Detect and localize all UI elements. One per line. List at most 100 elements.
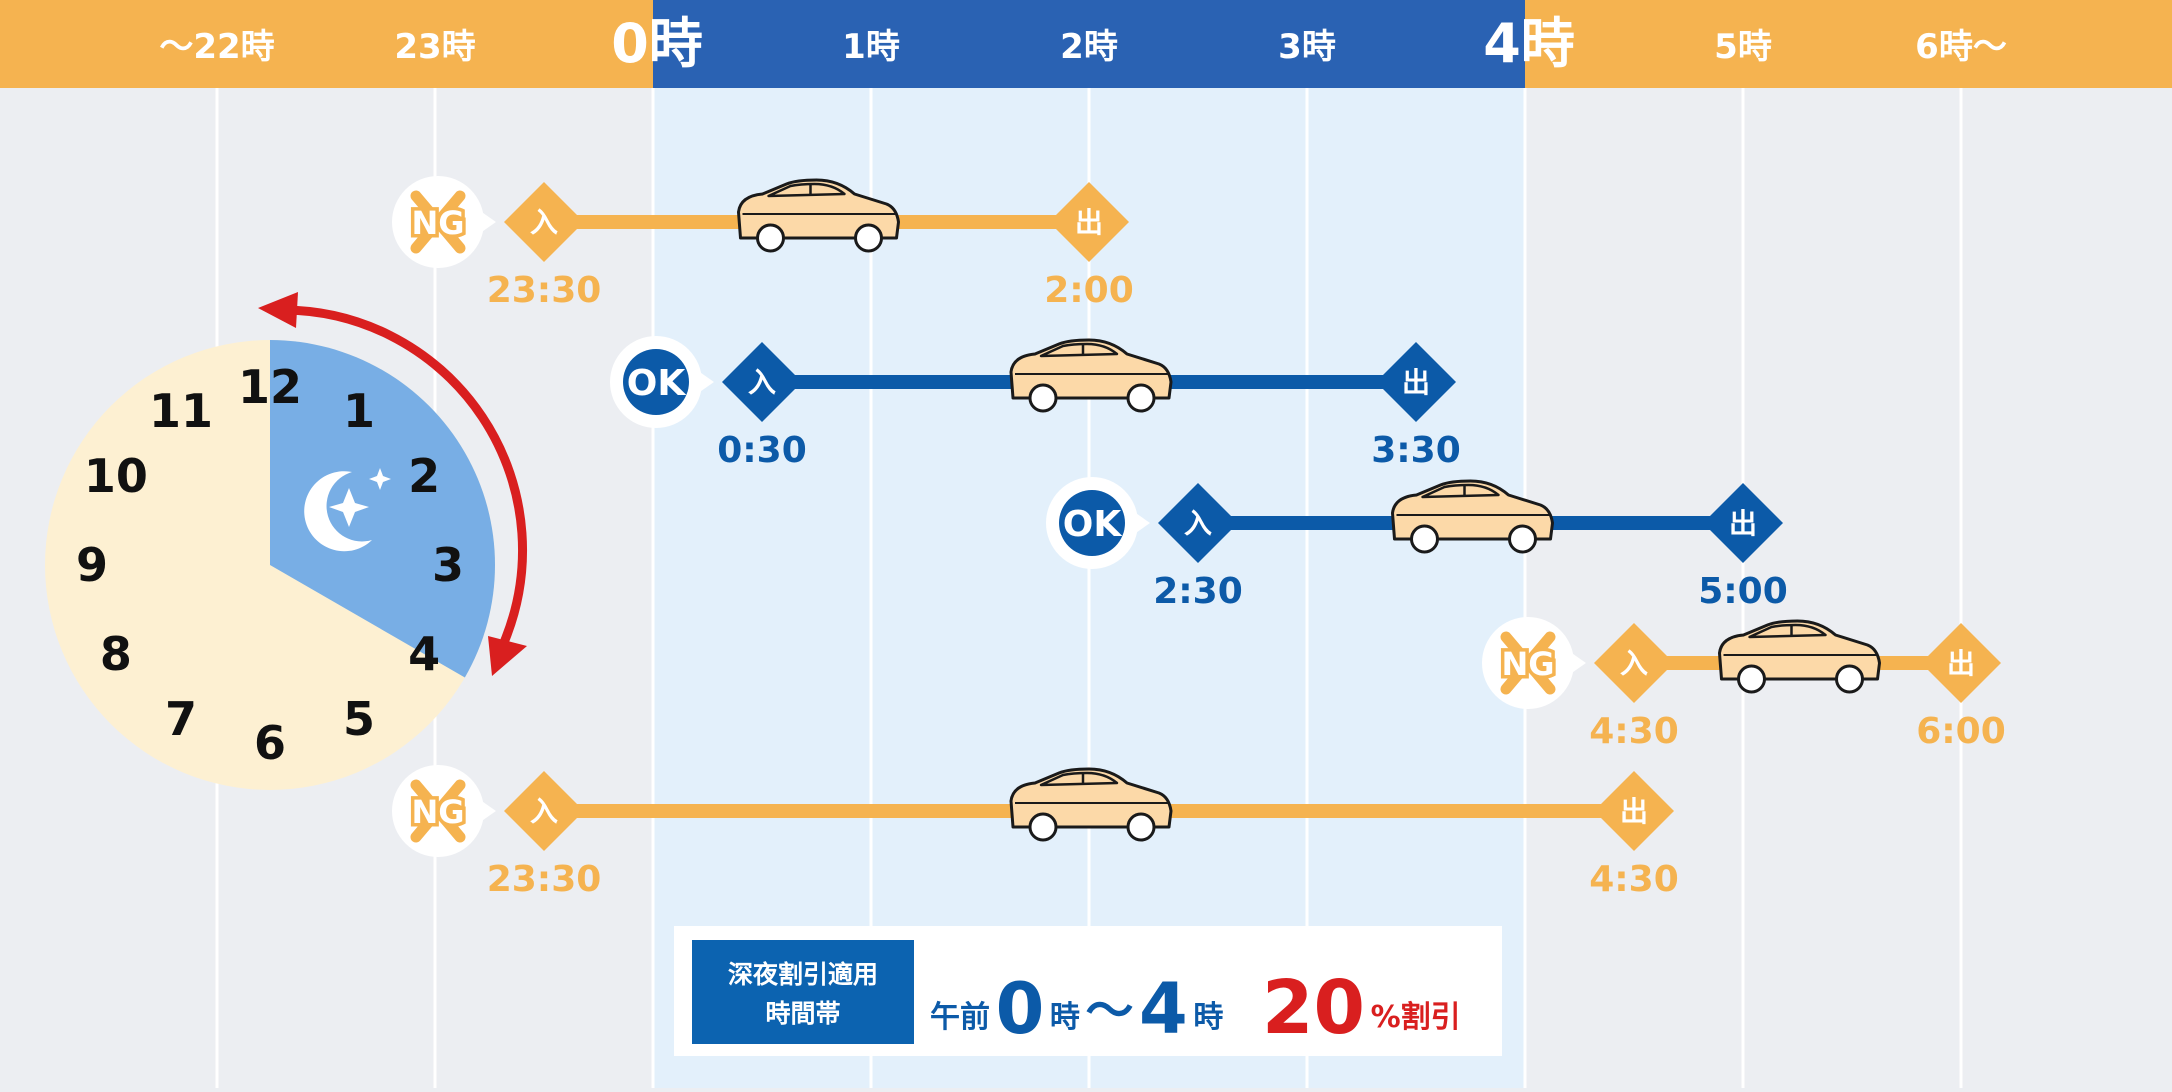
ng-status-badge: NG: [392, 176, 496, 268]
clock-number: 1: [343, 384, 375, 438]
ok-status-badge: OK: [1046, 477, 1150, 569]
legend-discount: 20 %割引: [1262, 965, 1461, 1051]
clock-number: 11: [149, 384, 213, 438]
legend-start-num: 0: [996, 968, 1045, 1050]
hour-label: 3時: [1278, 27, 1336, 67]
cross-icon: [410, 190, 466, 254]
parking-case-row: OK 入 出 2:30 5:00: [1046, 477, 1788, 612]
start-time-label: 23:30: [487, 859, 602, 900]
parking-case-row: OK 入 出 0:30 3:30: [610, 336, 1461, 471]
ok-status-badge: OK: [610, 336, 714, 428]
night-discount-sector: [270, 340, 495, 678]
marker-label: 出: [1075, 206, 1103, 239]
arrowhead-down-icon: [488, 636, 527, 676]
legend-start-unit: 時: [1050, 1000, 1080, 1035]
parking-case-row: NG 入 出 4:30 6:00: [1482, 617, 2006, 752]
status-label: NG: [411, 793, 464, 831]
ng-status-badge: NG: [392, 765, 496, 857]
clock-number: 12: [238, 360, 302, 414]
arrowhead-left-icon: [258, 292, 298, 328]
clock-number: 2: [408, 449, 440, 503]
legend-end-num: 4: [1139, 968, 1188, 1050]
marker-label: 入: [530, 206, 558, 239]
hour-label: 2時: [1060, 27, 1118, 67]
clock-number: 3: [432, 538, 464, 592]
clock-number: 10: [84, 449, 148, 503]
legend-prefix: 午前: [930, 1000, 990, 1035]
hour-label: 5時: [1714, 27, 1772, 67]
end-time-label: 5:00: [1698, 571, 1788, 612]
car-icon: [737, 178, 900, 253]
entry-marker: 入: [504, 771, 584, 851]
legend-tilde: ～: [1085, 983, 1133, 1039]
hour-label: 4時: [1483, 12, 1575, 75]
marker-label: 入: [748, 366, 776, 399]
clock-number: 9: [76, 538, 108, 592]
car-icon: [1009, 338, 1173, 413]
legend-discount-unit: %割引: [1371, 1000, 1461, 1035]
entry-marker: 入: [504, 182, 584, 262]
start-time-label: 4:30: [1589, 711, 1679, 752]
marker-label: 出: [1402, 366, 1430, 399]
hour-label: 1時: [842, 27, 900, 67]
start-time-label: 23:30: [487, 270, 602, 311]
clock-number: 8: [100, 627, 132, 681]
moon-stars-icon: [304, 468, 391, 552]
exit-marker: 出: [1049, 182, 1129, 262]
end-time-label: 2:00: [1044, 270, 1134, 311]
exit-marker: 出: [1594, 771, 1674, 851]
end-time-label: 4:30: [1589, 859, 1679, 900]
clock-number: 4: [408, 627, 440, 681]
header-discount-band: [653, 0, 1525, 88]
clock-number: 5: [343, 692, 375, 746]
parking-case-row: NG 入 出 23:30 4:30: [392, 765, 1679, 900]
car-icon: [1009, 767, 1173, 842]
entry-marker: 入: [1594, 623, 1674, 703]
hour-label: 0時: [611, 12, 703, 75]
hour-label: 23時: [394, 27, 475, 67]
status-label: NG: [411, 204, 464, 242]
legend-badge-line2: 時間帯: [765, 999, 840, 1028]
clock-number: 6: [254, 716, 286, 770]
legend-box: 深夜割引適用 時間帯 午前 0 時 ～ 4 時 20 %割引: [674, 926, 1502, 1056]
legend-badge: [692, 940, 914, 1044]
hour-label: 6時～: [1915, 27, 2007, 67]
marker-label: 入: [1184, 507, 1212, 540]
exit-marker: 出: [1921, 623, 2001, 703]
ng-status-badge: NG: [1482, 617, 1586, 709]
end-time-label: 3:30: [1371, 430, 1461, 471]
legend-end-unit: 時: [1193, 1000, 1223, 1035]
marker-label: 入: [530, 795, 558, 828]
entry-marker: 入: [722, 342, 802, 422]
cross-icon: [1500, 631, 1556, 695]
car-icon: [1391, 479, 1554, 554]
end-time-label: 6:00: [1916, 711, 2006, 752]
status-label: OK: [627, 363, 687, 404]
marker-label: 出: [1947, 647, 1975, 680]
marker-label: 入: [1620, 647, 1648, 680]
legend-time-range: 午前 0 時 ～ 4 時: [930, 968, 1223, 1050]
entry-marker: 入: [1158, 483, 1238, 563]
marker-label: 出: [1729, 507, 1757, 540]
exit-marker: 出: [1703, 483, 1783, 563]
clock-range-arrow: [280, 305, 527, 645]
car-icon: [1718, 619, 1881, 694]
parking-case-row: NG 入 出 23:30 2:00: [392, 176, 1134, 311]
clock-number: 7: [165, 692, 197, 746]
status-label: OK: [1063, 504, 1123, 545]
marker-label: 出: [1620, 795, 1648, 828]
hour-label: ～22時: [159, 27, 274, 67]
cross-icon: [410, 779, 466, 843]
legend-badge-line1: 深夜割引適用: [728, 960, 878, 989]
start-time-label: 2:30: [1153, 571, 1243, 612]
legend-discount-num: 20: [1262, 965, 1365, 1051]
exit-marker: 出: [1376, 342, 1456, 422]
status-label: NG: [1501, 645, 1554, 683]
start-time-label: 0:30: [717, 430, 807, 471]
hour-labels: ～22時 23時 0時 1時 2時 3時 4時 5時 6時～: [159, 12, 2007, 75]
